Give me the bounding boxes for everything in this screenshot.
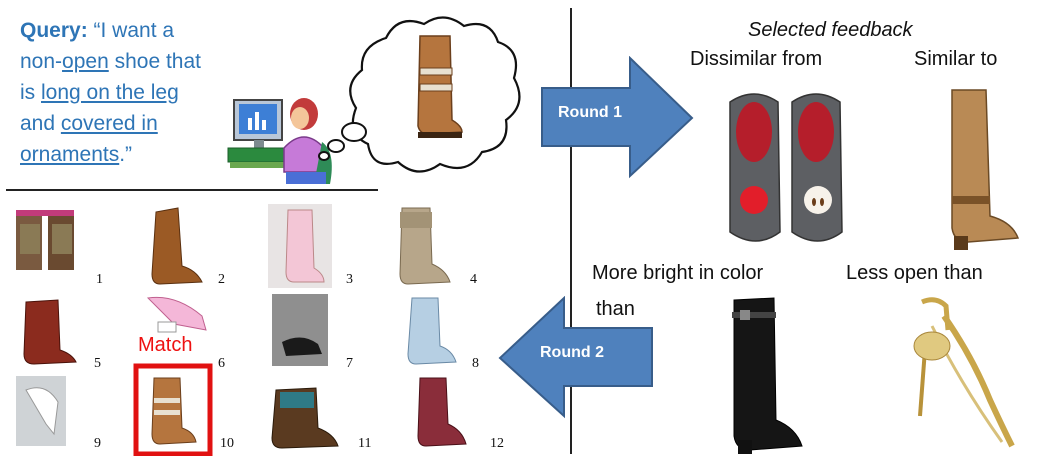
selected-feedback-heading: Selected feedback xyxy=(748,19,913,42)
keyword-ornaments: ornaments xyxy=(20,143,119,166)
result-item-3 xyxy=(268,204,332,288)
match-label: Match xyxy=(138,334,192,357)
result-item-2 xyxy=(152,208,202,284)
thought-bubble xyxy=(312,8,534,184)
result-number-1: 1 xyxy=(96,272,103,288)
result-number-4: 4 xyxy=(470,272,477,288)
result-number-9: 9 xyxy=(94,436,101,452)
result-item-5 xyxy=(24,300,76,364)
query-label: Query: xyxy=(20,19,88,42)
results-grid xyxy=(6,194,566,456)
keyword-covered-in: covered in xyxy=(61,112,158,135)
result-number-12: 12 xyxy=(490,436,504,452)
query-divider xyxy=(6,189,378,191)
more-bright-label: More bright in color xyxy=(592,262,763,285)
result-number-8: 8 xyxy=(472,356,479,372)
result-number-7: 7 xyxy=(346,356,353,372)
dissimilar-from-label: Dissimilar from xyxy=(690,48,822,71)
result-item-10 xyxy=(152,378,196,444)
black-boot-image xyxy=(712,296,812,456)
round1-label: Round 1 xyxy=(558,104,622,122)
result-item-6 xyxy=(148,297,206,332)
result-item-7 xyxy=(272,294,328,366)
tan-boot-image xyxy=(938,86,1030,254)
less-open-label: Less open than xyxy=(846,262,983,285)
result-item-9 xyxy=(16,376,66,446)
more-bright-label-than: than xyxy=(596,298,635,321)
slippers-image xyxy=(716,82,858,254)
keyword-open: open xyxy=(62,50,109,73)
result-item-4 xyxy=(400,208,450,284)
result-item-1 xyxy=(16,210,74,270)
keyword-long-on-leg: long on the leg xyxy=(41,81,179,104)
similar-to-label: Similar to xyxy=(914,48,997,71)
gold-sandal-image xyxy=(892,296,1022,456)
result-item-12 xyxy=(418,378,466,446)
result-number-10: 10 xyxy=(220,436,234,452)
result-number-11: 11 xyxy=(358,436,371,452)
result-number-2: 2 xyxy=(218,272,225,288)
result-number-5: 5 xyxy=(94,356,101,372)
result-item-11 xyxy=(272,388,338,448)
result-number-3: 3 xyxy=(346,272,353,288)
result-item-8 xyxy=(408,298,456,364)
result-number-6: 6 xyxy=(218,356,225,372)
